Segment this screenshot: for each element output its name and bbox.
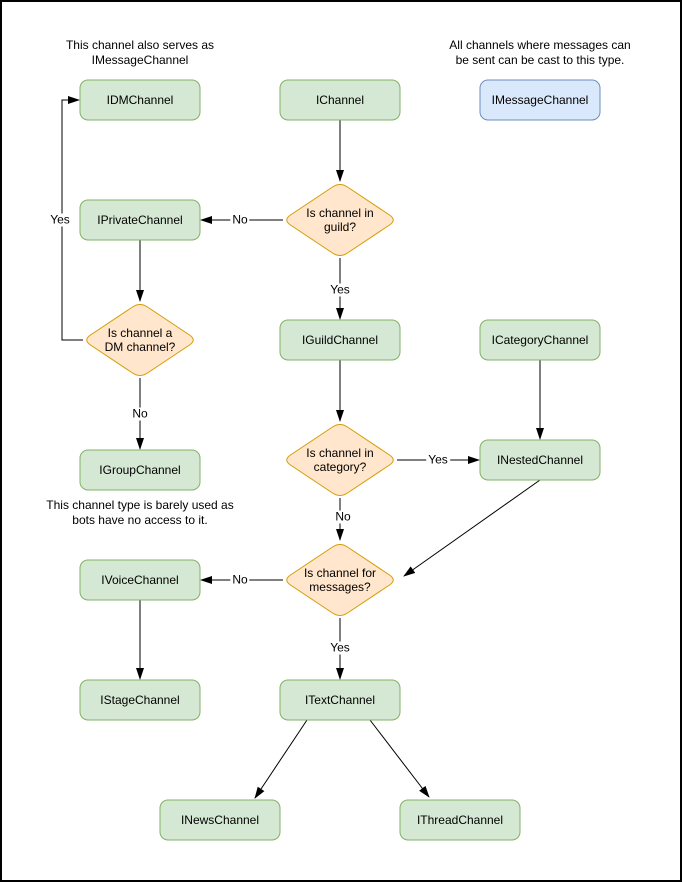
node-ichannel-shape: [279, 79, 401, 121]
node-inestedchannel-shape: [479, 439, 601, 481]
edge-inestedchannel-to-q-for-messages: [403, 479, 541, 577]
note-dm-serves: This channel also serves as IMessageChan…: [65, 38, 215, 67]
node-itextchannel-shape: [279, 679, 401, 721]
node-iprivatechannel-shape: [79, 199, 201, 241]
node-ivoicechannel-shape: [79, 559, 201, 601]
node-igroupchannel-shape: [79, 449, 201, 491]
decision-q-in-guild-shape: [286, 183, 394, 257]
decision-q-for-messages-shape: [286, 543, 394, 617]
note-message-cast: All channels where messages can be sent …: [449, 38, 631, 67]
node-ithreadchannel-shape: [399, 799, 521, 841]
edge-itextchannel-to-ithreadchannel: [369, 719, 430, 798]
edge-itextchannel-to-inewschannel: [254, 719, 308, 799]
decision-q-in-category-shape: [286, 423, 394, 497]
node-inewschannel-shape: [159, 799, 281, 841]
note-group-barely-used: This channel type is barely used as bots…: [46, 498, 234, 527]
node-idmchannel-shape: [79, 79, 201, 121]
node-iguildchannel-shape: [279, 319, 401, 361]
node-istagechannel-shape: [79, 679, 201, 721]
decision-q-is-dm-shape: [86, 303, 194, 377]
node-icategorychannel-shape: [479, 319, 601, 361]
node-imessagechannel-shape: [479, 79, 601, 121]
